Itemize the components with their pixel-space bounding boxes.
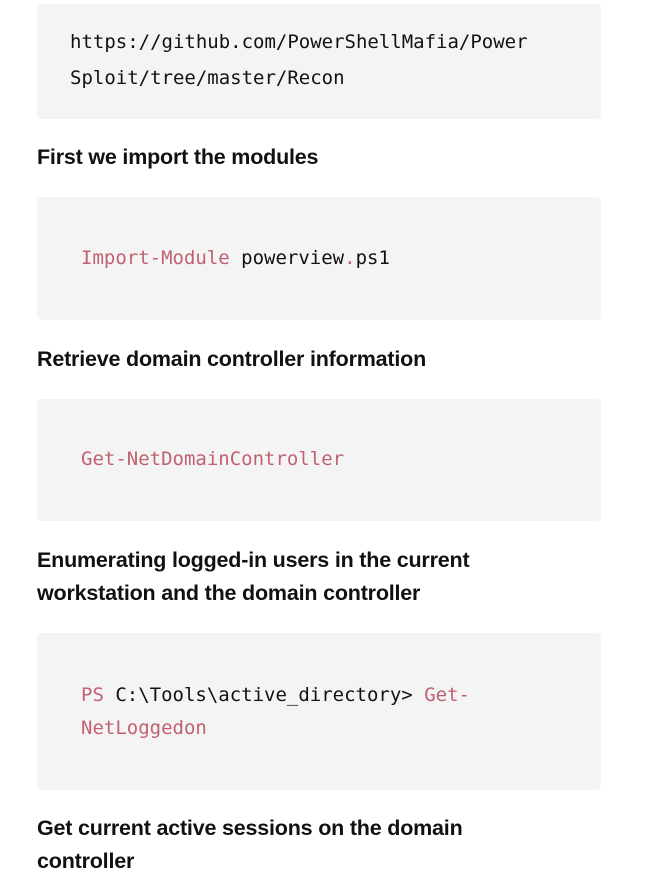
heading-retrieve-dc: Retrieve domain controller information bbox=[37, 347, 427, 371]
heading-enum-line-2: workstation and the domain controller bbox=[37, 581, 421, 605]
heading-sessions-line-2: controller bbox=[37, 849, 135, 873]
code-line-import: Import-Module powerview.ps1 bbox=[81, 247, 390, 269]
code-block-url: https://github.com/PowerShellMafia/Power… bbox=[37, 4, 601, 119]
prompt-ps: PS bbox=[81, 684, 104, 706]
keyword-get-netdomaincontroller: Get-NetDomainController bbox=[81, 448, 345, 470]
keyword-import-module: Import-Module bbox=[81, 247, 230, 269]
code-block-import: Import-Module powerview.ps1 bbox=[37, 197, 601, 320]
prompt-path: C:\Tools\active_directory> bbox=[103, 684, 425, 706]
import-arg-dot: . bbox=[344, 247, 356, 269]
url-line-2: Sploit/tree/master/Recon bbox=[70, 67, 345, 89]
url-line-1: https://github.com/PowerShellMafia/Power bbox=[70, 31, 528, 53]
code-line-prompt: PS C:\Tools\active_directory> Get- bbox=[81, 684, 470, 706]
import-arg-name: powerview bbox=[241, 247, 345, 269]
heading-enum-line-1: Enumerating logged-in users in the curre… bbox=[37, 548, 470, 572]
heading-import-modules: First we import the modules bbox=[37, 145, 319, 169]
keyword-get-part1: Get- bbox=[424, 684, 470, 706]
heading-sessions-line-1: Get current active sessions on the domai… bbox=[37, 816, 463, 840]
code-block-loggedon: PS C:\Tools\active_directory> Get- NetLo… bbox=[37, 633, 601, 790]
import-arg-ext: ps1 bbox=[355, 247, 390, 269]
keyword-netloggedon: NetLoggedon bbox=[81, 717, 207, 739]
code-block-dc: Get-NetDomainController bbox=[37, 399, 601, 521]
